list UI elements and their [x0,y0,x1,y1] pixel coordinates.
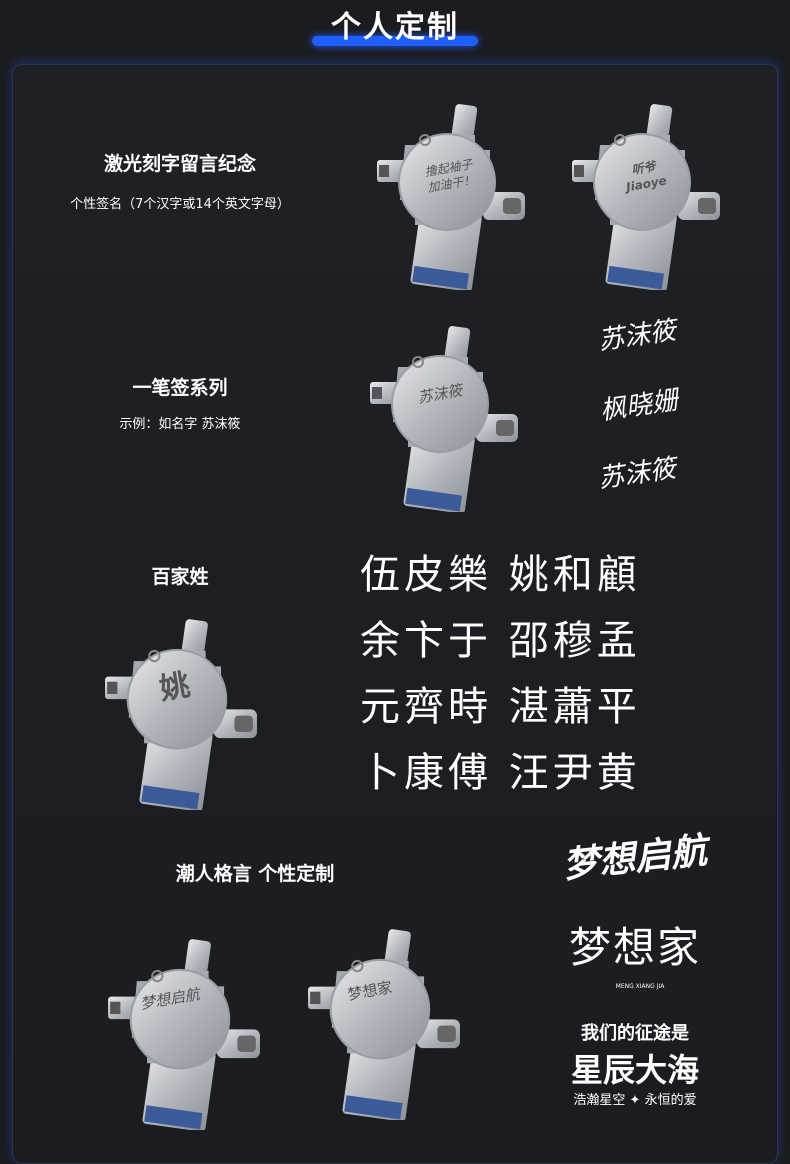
motto-title: 潮人格言 个性定制 [175,863,335,885]
surname-row: 元齊時 湛蕭平 [360,684,641,730]
motto-sample-3-main: 星辰大海 [570,1051,699,1089]
page-title: 个人定制 [331,10,459,45]
usb-4in1-drive-icon [95,615,265,810]
signature-subtitle: 示例：如名字 苏沫筱 [119,417,241,432]
surname-row: 伍皮樂 姚和顧 [360,552,641,598]
signature-title: 一笔签系列 [132,377,228,399]
usb-4in1-drive-icon [368,322,518,512]
motto-sample-3-top: 我们的征途是 [581,1023,689,1044]
usb-4in1-drive-icon [570,100,720,290]
usb-4in1-drive-icon [97,935,269,1130]
laser-subtitle: 个性签名（7个汉字或14个英文字母） [70,197,290,212]
motto-sample-2: 梦想家 [568,923,701,972]
usb-4in1-drive-icon [375,100,525,290]
surname-row: 余卞于 邵穆孟 [360,618,641,664]
surname-title: 百家姓 [151,566,209,588]
surname-row: 卜康傅 汪尹黄 [360,750,641,796]
motto-sample-3-sub: 浩瀚星空 ✦ 永恒的爱 [573,1093,697,1108]
laser-title: 激光刻字留言纪念 [103,153,256,175]
motto-sample-2-pinyin: MENG XIANG JIA [615,983,665,990]
surname-grid: 伍皮樂 姚和顧 余卞于 邵穆孟 元齊時 湛蕭平 卜康傅 汪尹黄 [360,550,730,814]
usb-4in1-drive-icon [297,925,469,1120]
